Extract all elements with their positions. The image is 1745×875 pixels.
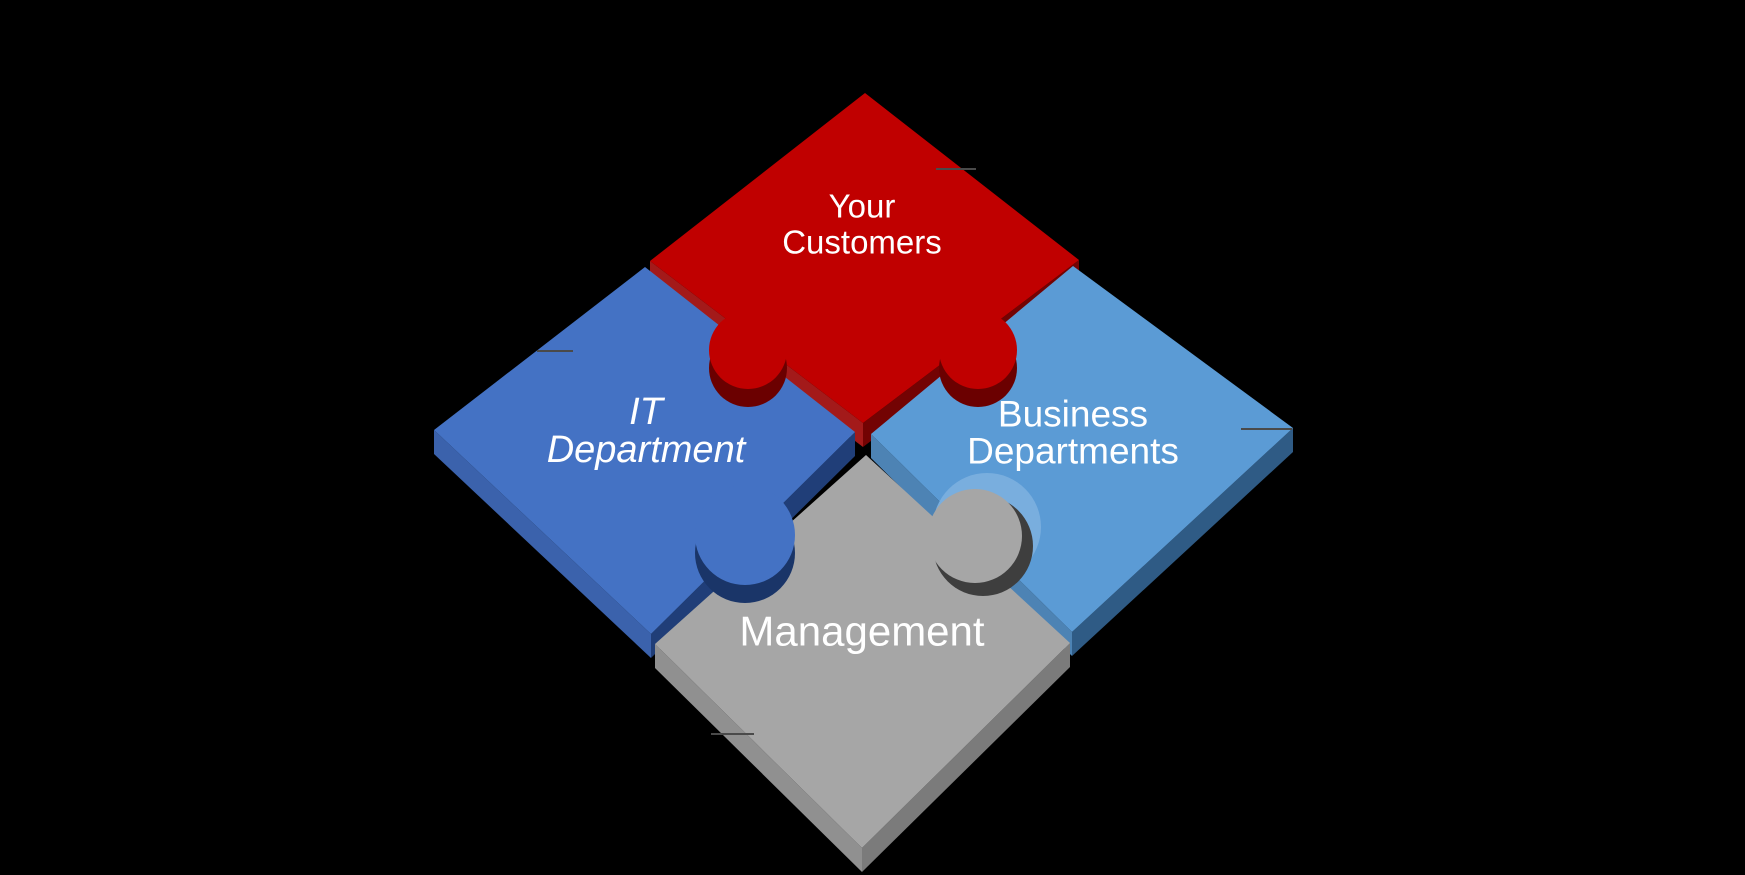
gray-piece-side-right <box>862 643 1070 872</box>
label-management: Management <box>739 608 984 655</box>
gray-tab-into-lightblue <box>928 473 1041 596</box>
label-your-customers-line2: Customers <box>782 224 942 261</box>
label-your-customers-line1: Your <box>829 188 896 225</box>
gray-tab-top <box>928 489 1022 583</box>
blue-tab-into-gray <box>695 485 795 603</box>
lightblue-piece-side-right <box>1072 428 1293 656</box>
blue-piece-side-left <box>434 430 651 658</box>
red-tab-right-top <box>939 311 1017 389</box>
label-it-department-line2: Department <box>547 429 747 471</box>
blue-tab-top <box>695 485 795 585</box>
label-business-departments-line2: Departments <box>967 431 1179 472</box>
red-tab-left-top <box>709 311 787 389</box>
red-tab-into-blue <box>709 311 787 407</box>
red-tab-into-lightblue <box>939 311 1017 407</box>
label-business-departments-line1: Business <box>998 394 1148 435</box>
label-it-department-line1: IT <box>629 391 666 433</box>
gray-piece-side-left <box>655 644 862 872</box>
